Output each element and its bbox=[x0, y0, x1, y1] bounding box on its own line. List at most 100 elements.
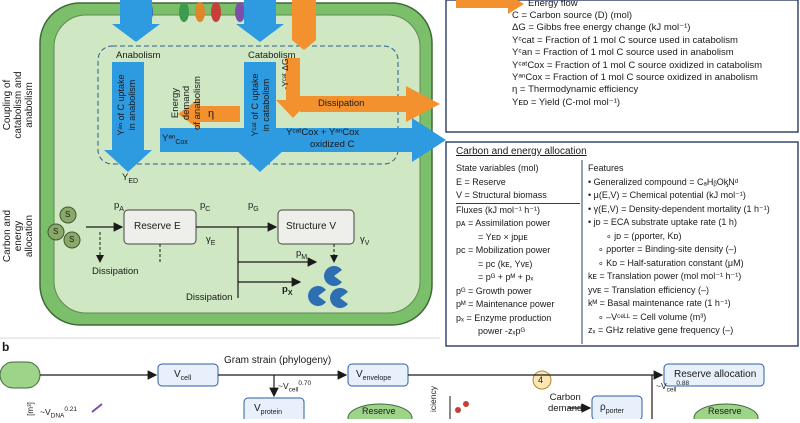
energy-demand-arrow bbox=[178, 98, 240, 130]
structure-label: Structure V bbox=[286, 221, 337, 232]
side-label-coupling-2: catabolism and bbox=[13, 71, 24, 139]
substrate-molecules bbox=[47, 206, 81, 249]
efficiency-axis-label: iciency bbox=[428, 386, 438, 412]
alloc-right-11: ∘ –Vᶜᵉᴸᴸ = Cell volume (m³) bbox=[598, 311, 707, 322]
dna-text: ~V bbox=[40, 406, 51, 417]
transporter-green bbox=[179, 2, 189, 22]
alloc-left-0: State variables (mol) bbox=[456, 163, 539, 173]
pC-label: pC bbox=[200, 200, 210, 216]
rho-porter-sub: porter bbox=[605, 408, 624, 415]
catabolism-uptake-label: Yᶜᵃᵗ of C uptake in catabolism bbox=[250, 60, 271, 150]
substrate-s-3 bbox=[63, 231, 81, 249]
legend-line-3: Yᶜcat = Fraction of 1 mol C source used … bbox=[512, 34, 738, 46]
venvelope-label: Venvelope bbox=[356, 369, 391, 385]
alloc-right-2: • μ(E,V) = Chemical potential (kJ mol⁻¹) bbox=[588, 190, 746, 200]
y-ed-sub: ED bbox=[128, 177, 139, 185]
dissipation-bottom-label: Dissipation bbox=[186, 292, 233, 303]
anabolism-uptake-label: Yᵃⁿ of C uptake in anabolism bbox=[116, 60, 137, 150]
legend-line-6: YᵃⁿCox = Fraction of 1 mol C source oxid… bbox=[512, 72, 758, 84]
carbon-demand-line-1: Carbon bbox=[549, 392, 581, 403]
alloc-right-12: zₓ = GHz relative gene frequency (–) bbox=[588, 325, 734, 335]
panel-b-vprotein-box bbox=[243, 397, 305, 419]
energy-flow-legend-label: Energy flow bbox=[528, 0, 578, 9]
scale-1-sub: cell bbox=[288, 386, 299, 394]
panel-b-dot-1 bbox=[455, 407, 461, 413]
legend-line-7: η = Thermodynamic efficiency bbox=[512, 84, 639, 96]
substrate-s-label-1: S bbox=[65, 210, 71, 219]
step-4-label: 4 bbox=[538, 375, 544, 385]
energy-in-arrow bbox=[292, 0, 316, 50]
carbon-demand-line-2: demand bbox=[548, 403, 583, 414]
alloc-right-0: Features bbox=[588, 163, 624, 173]
transporter-orange bbox=[195, 2, 205, 22]
transporter-purple-2 bbox=[235, 2, 245, 22]
side-label-allocation-1: Carbon and bbox=[2, 209, 13, 263]
substrate-s-2 bbox=[47, 223, 65, 241]
legend-line-8: Yᴇᴅ = Yield (C-mol mol⁻¹) bbox=[512, 96, 621, 108]
energy-flow-legend-arrow bbox=[456, 0, 524, 14]
vcell-sub: cell bbox=[180, 375, 192, 382]
structure-box bbox=[277, 209, 355, 245]
alloc-left-7: = pᴄ (kᴇ, Yᴠᴇ) bbox=[478, 258, 533, 269]
alloc-right-4: • jᴅ = ECA substrate uptake rate (1 h) bbox=[588, 217, 737, 227]
pX-sub: X bbox=[287, 289, 293, 297]
panel-b-label: b bbox=[2, 340, 10, 354]
side-label-coupling-3: anabolism bbox=[24, 82, 35, 128]
panel-b-dot-2 bbox=[463, 401, 469, 407]
side-label-allocation-2: energy bbox=[13, 220, 24, 252]
enzyme-pacman-2 bbox=[330, 288, 348, 308]
alloc-right-1: • Generalized compound = CₐHᵦOᶄNᵈ bbox=[588, 176, 739, 187]
alloc-left-2: V = Structural biomass bbox=[456, 190, 547, 200]
alloc-left-12: power -zₓpᴳ bbox=[478, 326, 525, 336]
alloc-left-3: Fluxes (kJ mol⁻¹ h⁻¹) bbox=[456, 202, 580, 218]
scale-2-sub: cell bbox=[666, 386, 677, 394]
alloc-right-9: yᴠᴇ = Translation efficiency (–) bbox=[588, 284, 710, 295]
alloc-right-5: ∘ jᴅ = (ρporter, Kᴅ) bbox=[606, 230, 682, 241]
reserve-allocation-label: Reserve allocation bbox=[674, 369, 757, 380]
panel-b-reserve-cell-1 bbox=[347, 403, 413, 419]
y-cat-cox-label: YᶜᵃᵗCox + YᵃⁿCox bbox=[286, 127, 360, 138]
pG-label: pG bbox=[248, 200, 259, 216]
vprotein-text: V bbox=[254, 403, 261, 414]
dna-sub: DNA bbox=[50, 412, 65, 420]
gamma-e-sub: E bbox=[210, 239, 216, 247]
substrate-s-label-2: S bbox=[53, 227, 59, 236]
catabolism-label: Catabolism bbox=[248, 50, 296, 61]
reserve-cell-label-1: Reserve bbox=[362, 406, 396, 416]
pM-sub: M bbox=[301, 253, 308, 261]
vcell-text: V bbox=[174, 369, 181, 380]
alloc-left-8: = pᴳ + pᴹ + pₓ bbox=[478, 272, 534, 282]
reserve-label: Reserve E bbox=[134, 221, 181, 232]
alloc-left-5: = Yᴇᴅ × jᴅμᴇ bbox=[478, 231, 528, 242]
catabolism-energy-label: -Yᶜᵃᵗ ΔG bbox=[280, 58, 290, 90]
venvelope-text: V bbox=[356, 369, 363, 380]
gram-strain-label: Gram strain (phylogeny) bbox=[224, 355, 332, 366]
oxidized-c-arrow bbox=[160, 118, 446, 162]
pG-sub: G bbox=[253, 205, 259, 213]
vprotein-label: Vprotein bbox=[254, 403, 282, 419]
alloc-right-7: ∘ Kᴅ = Half-saturation constant (μM) bbox=[598, 257, 744, 268]
gamma-e-label: γE bbox=[206, 234, 215, 250]
pX-text: p bbox=[282, 284, 288, 295]
oxidized-c-label: oxidized C bbox=[310, 139, 355, 150]
scale-2-text: ~V bbox=[656, 380, 667, 391]
energy-demand-line-3: of anabolism bbox=[192, 76, 203, 130]
unit-m3-label: [m³] bbox=[26, 402, 35, 416]
vprotein-sub: protein bbox=[260, 409, 283, 416]
side-label-allocation-3: allocation bbox=[24, 214, 35, 258]
alloc-left-4: pᴀ = Assimilation power bbox=[456, 218, 551, 228]
rho-porter-label: ρporter bbox=[600, 402, 624, 418]
alloc-left-9: pᴳ = Growth power bbox=[456, 285, 532, 296]
side-label-coupling: Coupling of catabolism and anabolism bbox=[2, 50, 35, 160]
carbon-uptake-arrow-left bbox=[112, 0, 160, 42]
rho-porter-text: ρ bbox=[600, 402, 606, 413]
allocation-left-column: State variables (mol) E = Reserve V = St… bbox=[456, 162, 580, 339]
legend-lines: C = Carbon source (D) (mol) ΔG = Gibbs f… bbox=[512, 10, 794, 109]
panel-b-dna-mark bbox=[91, 403, 103, 413]
panel-b-reserve-cell-2 bbox=[693, 403, 759, 419]
transporter-red bbox=[211, 2, 221, 22]
dissipation-left-label: Dissipation bbox=[92, 266, 139, 277]
y-an-cox-text: Yᵃⁿ bbox=[162, 133, 176, 144]
pG-text: p bbox=[248, 200, 254, 211]
